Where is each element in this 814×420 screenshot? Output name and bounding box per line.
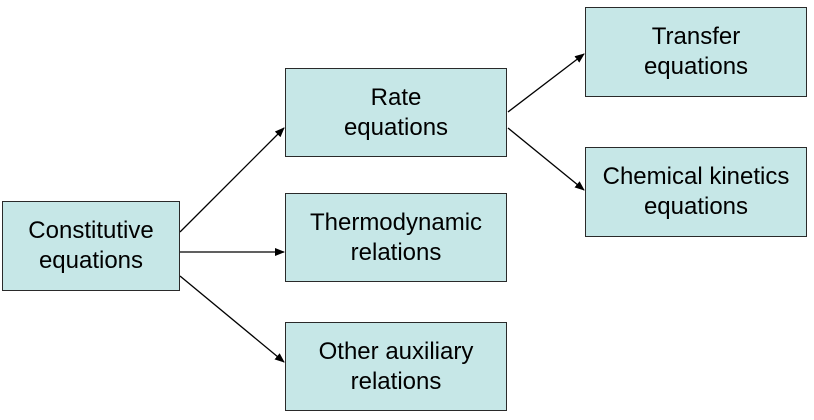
arrow-constitutive-to-other [179, 275, 285, 363]
node-other-auxiliary-relations: Other auxiliary relations [285, 322, 507, 411]
node-thermodynamic-relations: Thermodynamic relations [285, 193, 507, 282]
arrow-rate-to-transfer [507, 53, 585, 113]
node-chemical-kinetics-equations: Chemical kinetics equations [585, 147, 807, 237]
arrow-rate-to-kinetics [507, 127, 585, 191]
node-transfer-equations: Transfer equations [585, 7, 807, 97]
node-rate-equations: Rate equations [285, 68, 507, 157]
arrow-constitutive-to-rate [179, 127, 285, 233]
node-constitutive-equations: Constitutive equations [2, 201, 180, 291]
